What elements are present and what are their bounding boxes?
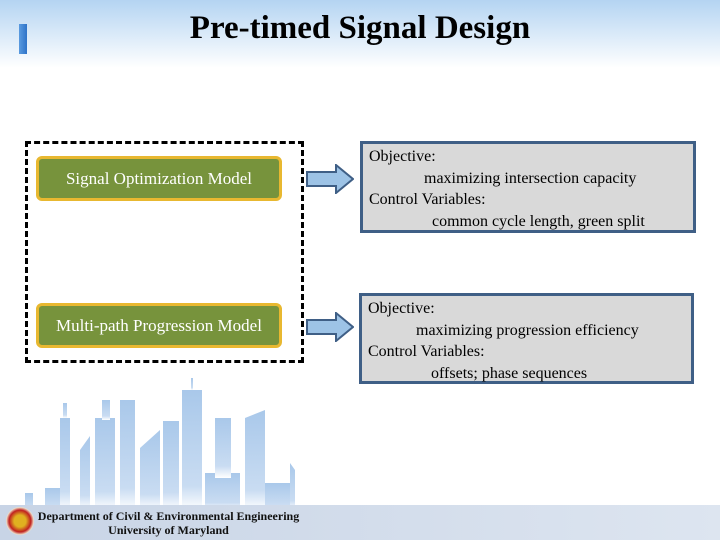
university-seal-logo — [6, 507, 34, 535]
objective-label: Objective: — [369, 148, 436, 165]
control-variables-value: offsets; phase sequences — [431, 364, 588, 382]
control-variables-label: Control Variables: — [368, 343, 485, 360]
university-name: University of Maryland — [108, 523, 229, 537]
department-name: Department of Civil & Environmental Engi… — [37, 509, 300, 523]
objective-label: Objective: — [368, 300, 435, 317]
optimization-details-box: Objective: maximizing intersection capac… — [360, 141, 696, 233]
multi-path-progression-model-box: Multi-path Progression Model — [36, 303, 282, 348]
signal-optimization-model-box: Signal Optimization Model — [36, 156, 282, 201]
accent-bar — [19, 24, 27, 54]
objective-value: maximizing intersection capacity — [424, 169, 637, 187]
control-variables-label: Control Variables: — [369, 191, 486, 208]
header-band — [0, 0, 720, 68]
control-variables-value: common cycle length, green split — [432, 212, 645, 230]
progression-details-box: Objective: maximizing progression effici… — [359, 293, 694, 384]
footer-band — [0, 505, 720, 540]
objective-value: maximizing progression efficiency — [416, 321, 639, 339]
city-skyline-illustration — [25, 378, 295, 510]
footer-text: Department of Civil & Environmental Engi… — [36, 509, 301, 537]
arrow-right-icon — [306, 164, 354, 194]
page-title: Pre-timed Signal Design — [189, 10, 531, 46]
arrow-right-icon — [306, 312, 354, 342]
model-group-box — [25, 141, 304, 363]
